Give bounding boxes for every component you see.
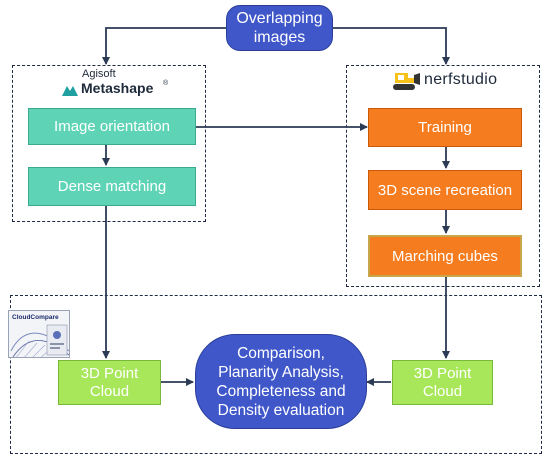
metashape-mark-icon: [62, 86, 78, 96]
comparison-line2: Planarity Analysis,: [218, 363, 344, 381]
comparison-line1: Comparison,: [237, 344, 325, 362]
metashape-logo: Agisoft Metashape ®: [62, 68, 172, 100]
nerfstudio-logo-text: nerfstudio: [424, 71, 498, 88]
cloudcompare-logo-text: CloudCompare: [12, 314, 59, 321]
metashape-logo-big: Metashape: [81, 80, 154, 96]
training-step: Training: [368, 108, 522, 147]
metashape-frame: [12, 65, 206, 222]
metashape-logo-small: Agisoft: [82, 68, 116, 80]
scene-recreation-step: 3D scene recreation: [368, 170, 522, 210]
comparison-node: Comparison, Planarity Analysis, Complete…: [195, 334, 367, 429]
left-point-cloud-line2: Cloud: [89, 382, 130, 400]
metashape-logo-reg: ®: [163, 80, 169, 87]
overlapping-images-line1: Overlapping: [236, 10, 323, 27]
right-point-cloud-line2: Cloud: [422, 382, 463, 400]
left-point-cloud-line1: 3D Point: [80, 364, 139, 382]
arrow-top-to-nerfstudio: [333, 27, 450, 65]
cloudcompare-frame: [10, 295, 542, 454]
dense-matching-step: Dense matching: [28, 167, 196, 206]
right-point-cloud-line1: 3D Point: [413, 364, 472, 382]
bulldozer-icon: [393, 73, 420, 90]
image-orientation-step: Image orientation: [28, 108, 196, 145]
overlapping-images-line2: images: [253, 29, 306, 46]
nerfstudio-frame: [346, 65, 540, 287]
marching-cubes-step: Marching cubes: [368, 235, 522, 277]
nerfstudio-logo: nerfstudio: [392, 68, 522, 94]
arrow-top-to-metashape: [102, 27, 226, 65]
left-point-cloud: 3D Point Cloud: [58, 360, 161, 405]
cloudcompare-logo: CloudCompare: [8, 310, 70, 358]
cloudcompare-graphic-icon: [10, 324, 69, 357]
comparison-line3: Completeness and: [216, 382, 346, 400]
comparison-line4: Density evaluation: [217, 401, 345, 419]
right-point-cloud: 3D Point Cloud: [392, 360, 493, 405]
overlapping-images-node: Overlapping images: [226, 5, 333, 51]
